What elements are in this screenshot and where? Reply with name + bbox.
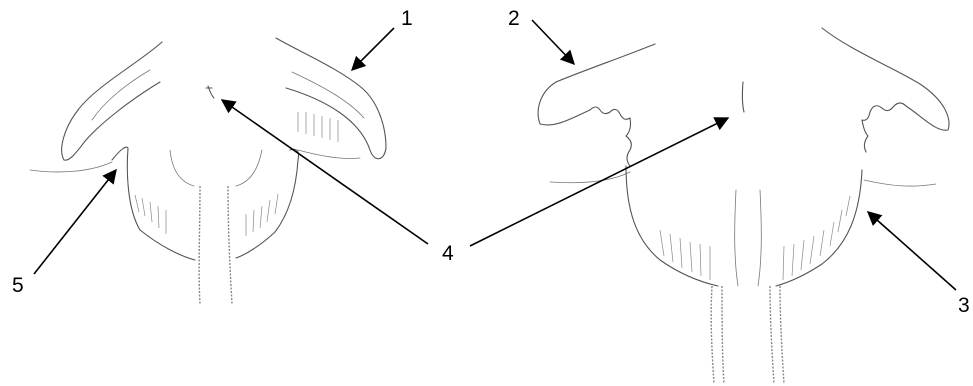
arrow-5: [33, 168, 117, 275]
label-2: 2: [508, 7, 520, 30]
label-4: 4: [442, 242, 454, 265]
arrow-4-left: [220, 99, 429, 245]
left-specimen: [29, 37, 387, 305]
label-1: 1: [401, 7, 413, 30]
right-specimen: [537, 27, 950, 385]
arrow-4-right: [469, 117, 730, 247]
arrow-2: [531, 19, 575, 66]
arrow-1: [350, 27, 395, 72]
annotation-arrows: [33, 19, 957, 291]
annotation-labels: 1 2 3 4 5: [12, 7, 970, 317]
arrow-3: [866, 211, 957, 291]
label-3: 3: [958, 294, 970, 317]
label-5: 5: [12, 274, 24, 297]
